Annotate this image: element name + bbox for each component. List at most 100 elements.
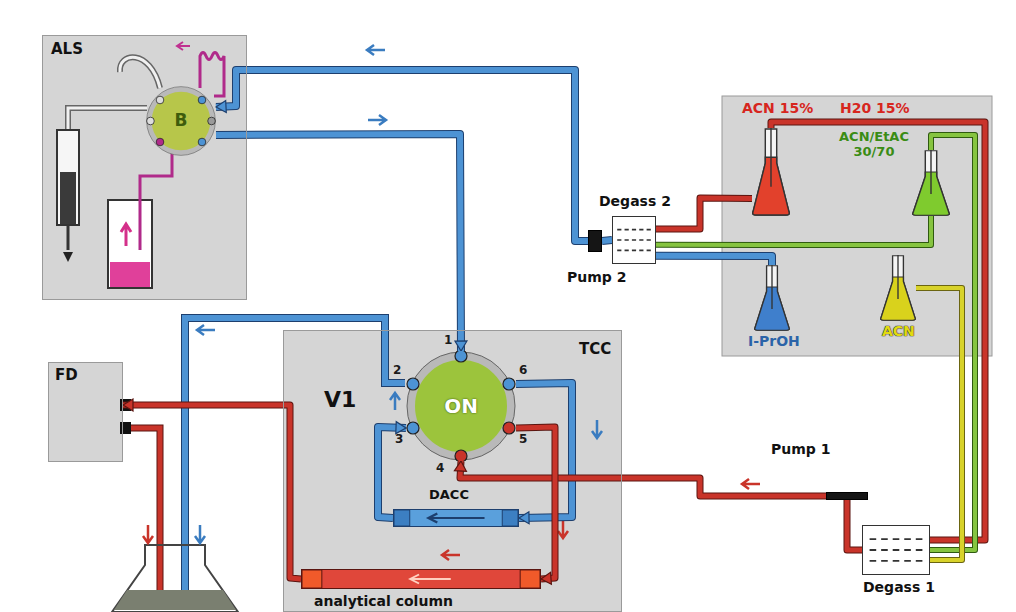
node-label: V1 — [324, 387, 356, 412]
tubing-connector — [847, 500, 862, 550]
node-label: FD — [55, 367, 78, 384]
flow-arrow — [742, 479, 760, 489]
port-number: 3 — [395, 433, 403, 447]
tubing-connector — [602, 240, 612, 241]
port-number: 4 — [436, 462, 444, 476]
analytical-column: analytical column — [301, 569, 541, 589]
tubing-connector — [771, 122, 985, 540]
solvent-flask: ACN 15%H20 15% — [752, 128, 790, 216]
solvent-flask: ACN/EtAC 30/70 — [912, 150, 950, 216]
tubing-connector — [916, 288, 962, 560]
degasser: Degass 1 — [862, 525, 930, 575]
flow-arrow — [195, 525, 205, 543]
fd-waste-line — [131, 428, 160, 592]
flow-arrow — [368, 115, 386, 125]
tcc-ground — [283, 330, 622, 612]
flask-outline — [754, 265, 790, 331]
tubing — [516, 383, 572, 518]
tubing-outline — [216, 134, 461, 351]
tubing-outline — [516, 427, 555, 579]
column-compartment: TCCV1ONDACCanalytical column — [283, 330, 622, 612]
fluorescence-detector: FD — [48, 362, 123, 462]
node-label: I-PrOH — [748, 333, 800, 349]
tubing-outline — [656, 216, 931, 245]
tubing — [847, 500, 862, 550]
node-label: DACC — [429, 488, 469, 503]
solvent-flask: ACN — [880, 255, 916, 321]
tubing-connector — [378, 422, 406, 518]
tubing — [916, 288, 962, 560]
tubing — [656, 216, 931, 245]
tubing — [656, 256, 772, 265]
tubing-connector — [454, 461, 826, 496]
fd-ground — [48, 362, 123, 462]
autosampler-panel: ALS B — [42, 35, 247, 300]
tubing — [771, 122, 985, 540]
node-label: Degass 2 — [599, 193, 671, 209]
flow-arrow — [143, 525, 153, 543]
tubing-outline — [602, 240, 612, 241]
tubing — [602, 240, 612, 241]
tubing-connector — [516, 427, 555, 584]
flow-arrow — [197, 325, 215, 335]
flask-outline — [912, 150, 950, 216]
syringe-tube — [68, 108, 147, 130]
injection-valve: B — [146, 86, 216, 156]
sample-loop — [200, 53, 224, 97]
flow-arrow — [367, 45, 385, 55]
waste-line — [185, 318, 405, 592]
als-ground — [42, 35, 247, 300]
node-label: ON — [444, 395, 478, 418]
vial-needle — [140, 152, 172, 250]
node-label: Degass 1 — [863, 579, 935, 595]
tubing-connector — [123, 399, 301, 579]
tubing-outline — [656, 256, 772, 265]
tubing-connector — [656, 256, 772, 265]
arrowhead — [216, 101, 226, 113]
arrowhead — [541, 572, 551, 584]
tubing-outline — [123, 405, 301, 579]
port-number: 2 — [393, 364, 401, 378]
arrowhead — [519, 512, 529, 524]
waste-liquid — [114, 590, 236, 610]
pump: Pump 1 — [826, 492, 868, 500]
port-number: 5 — [519, 433, 527, 447]
sample-vial — [108, 200, 152, 288]
tubing-outline — [216, 70, 588, 241]
fd-waste-line — [131, 428, 160, 592]
pump: Pump 2 — [588, 230, 602, 252]
tubing-outline — [771, 122, 985, 540]
node-label: ALS — [51, 41, 83, 58]
flow-arrow — [442, 550, 460, 560]
waste-flask — [112, 545, 238, 612]
tubing-outline — [460, 461, 826, 496]
tubing — [460, 461, 826, 496]
flask-outline — [752, 128, 790, 216]
tubing-outline — [516, 383, 572, 518]
degasser-lines — [863, 526, 929, 574]
loop-arrow — [177, 42, 190, 50]
flow-arrow — [390, 393, 400, 410]
waste-line — [185, 318, 405, 592]
degasser: Degass 2 — [612, 216, 656, 264]
tubing-connector — [516, 383, 572, 524]
tubing — [216, 134, 461, 351]
tubing — [216, 70, 588, 241]
node-label: TCC — [579, 341, 611, 358]
tubing-outline — [847, 500, 862, 550]
tubing-outline — [378, 427, 406, 518]
tubing — [516, 427, 555, 579]
flask-outline — [880, 255, 916, 321]
node-label: H20 15% — [840, 100, 910, 116]
arrowhead — [454, 461, 466, 471]
degasser-lines — [613, 217, 655, 263]
column-caps — [302, 570, 540, 588]
flow-arrow — [592, 420, 602, 438]
needle-tube — [120, 57, 160, 88]
syringe-plunger — [60, 172, 76, 224]
switching-valve: V1ON — [406, 351, 516, 461]
plunger-rod — [67, 225, 70, 250]
syringe-tube — [68, 108, 147, 130]
port-number: 1 — [444, 334, 452, 348]
